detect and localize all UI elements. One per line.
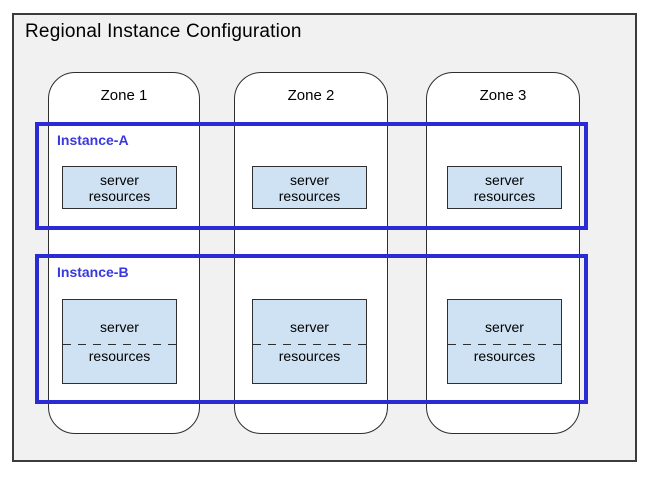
instance-b-label: Instance-B	[57, 264, 129, 280]
instance-a-server-box-zone-2: server resources	[252, 166, 367, 209]
diagram-title: Regional Instance Configuration	[25, 21, 302, 42]
instance-a-server-box-zone-3: server resources	[447, 166, 562, 209]
server-resources-text-line2: resources	[473, 187, 536, 204]
server-resources-text-line2: resources	[88, 348, 151, 364]
server-resources-text-line1: server	[485, 319, 524, 335]
server-resources-text-line2: resources	[88, 187, 151, 204]
server-resources-text-line2: resources	[278, 187, 341, 204]
zone-1-label: Zone 1	[100, 87, 148, 104]
zone-3-label: Zone 3	[479, 87, 527, 104]
server-resources-text-line1: server	[100, 319, 139, 335]
server-resources-text-line2: resources	[278, 348, 341, 364]
instance-a-server-box-zone-1: server resources	[62, 166, 177, 209]
resource-split-divider	[63, 344, 176, 345]
zone-2-label: Zone 2	[287, 87, 335, 104]
server-resources-text-line2: resources	[473, 348, 536, 364]
instance-b-server-box-zone-2: server resources	[252, 299, 367, 384]
resource-split-divider	[253, 344, 366, 345]
instance-a-label: Instance-A	[57, 132, 129, 148]
server-resources-text-line1: server	[290, 171, 329, 188]
server-resources-text-line1: server	[100, 171, 139, 188]
server-resources-text-line1: server	[290, 319, 329, 335]
instance-b-box: Instance-B server resources server resou…	[35, 254, 588, 404]
resource-split-divider	[448, 344, 561, 345]
server-resources-text-line1: server	[485, 171, 524, 188]
instance-a-box: Instance-A server resources server resou…	[35, 122, 588, 230]
instance-b-server-box-zone-1: server resources	[62, 299, 177, 384]
instance-b-server-box-zone-3: server resources	[447, 299, 562, 384]
